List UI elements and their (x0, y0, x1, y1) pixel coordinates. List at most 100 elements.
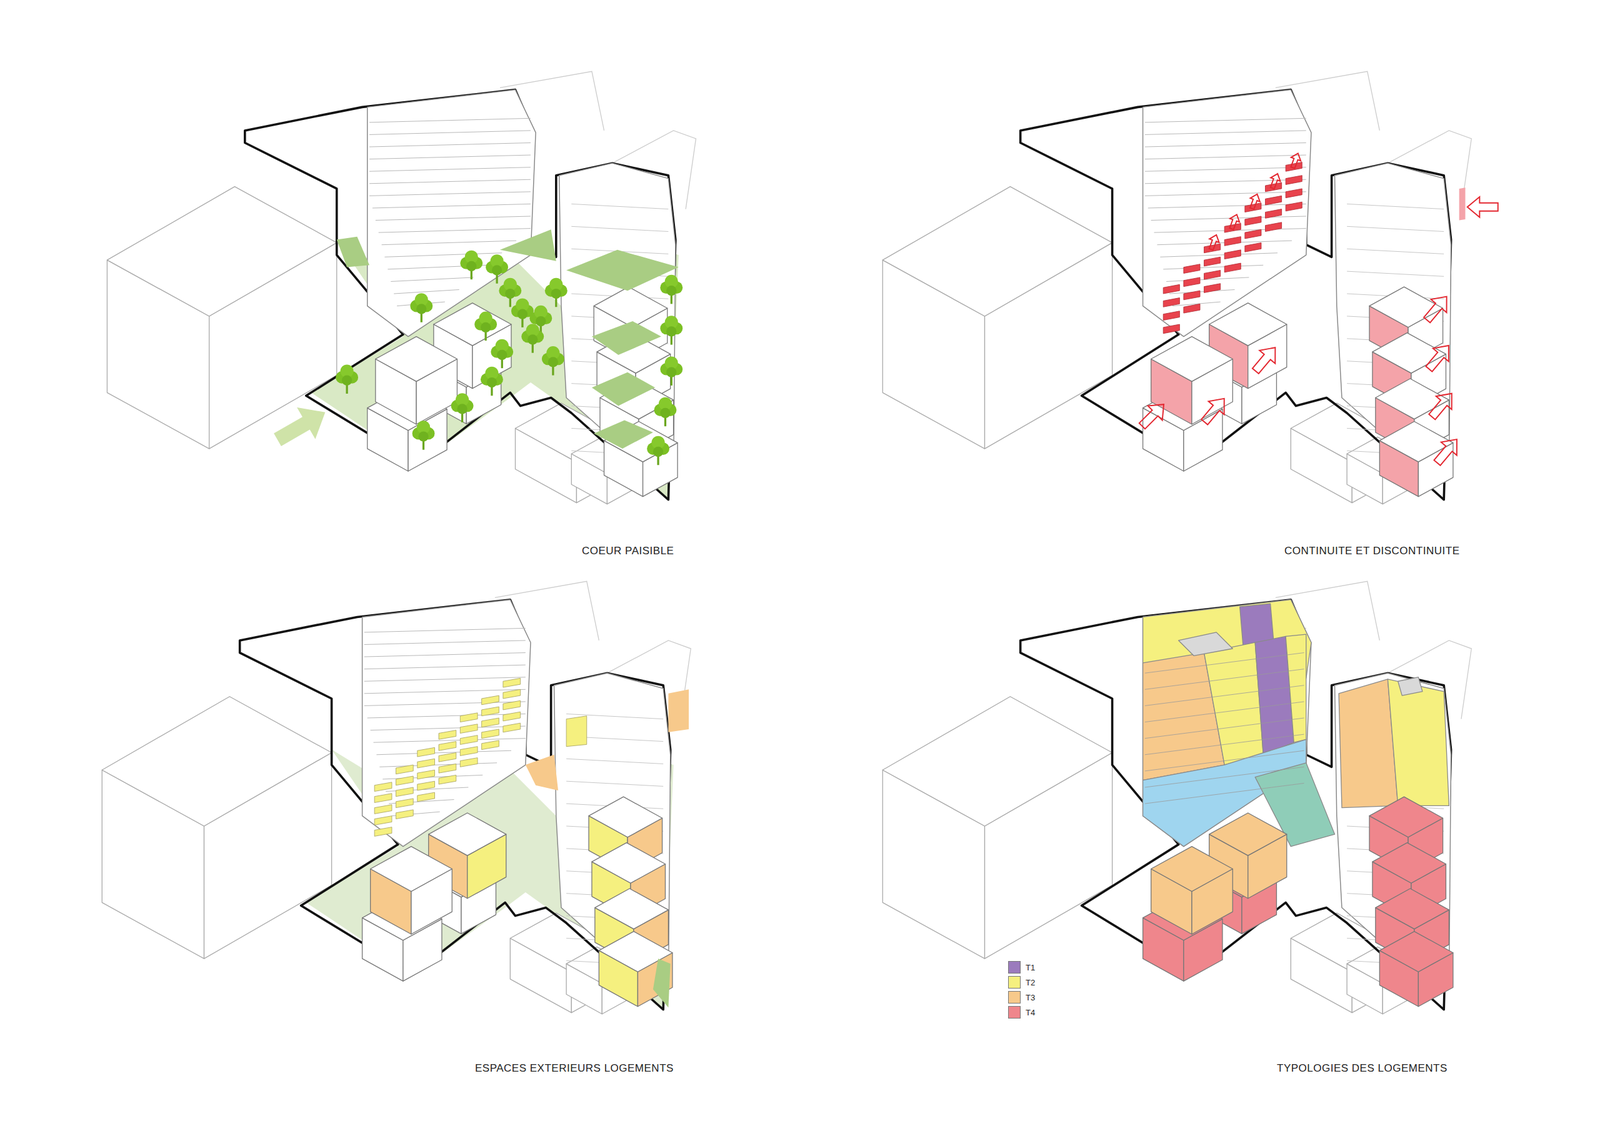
drawing-part (1145, 130, 1307, 135)
drawing-part (364, 665, 526, 670)
drawing-part (1372, 843, 1447, 884)
drawing-part (566, 716, 587, 747)
drawing-part (417, 758, 435, 769)
drawing-part (367, 90, 536, 337)
drawing-part (438, 741, 457, 752)
drawing-part (336, 236, 370, 268)
legend-row: T3 (1008, 991, 1035, 1004)
drawing-part (591, 321, 662, 355)
drawing-part (1387, 679, 1449, 806)
drawing-part (666, 285, 677, 296)
legend-row: T4 (1008, 1006, 1035, 1019)
drawing-part (1145, 750, 1305, 772)
drawing-part (500, 229, 557, 262)
drawing-part (481, 706, 500, 717)
drawing-part (1265, 222, 1282, 232)
drawing-part (106, 186, 337, 317)
drawing-part (438, 763, 457, 774)
legend-label: T2 (1025, 978, 1035, 988)
drawing-part (395, 810, 414, 820)
drawing-part (1346, 203, 1444, 209)
drawing-part (517, 309, 528, 320)
drawing-part (417, 781, 435, 791)
drawing-part (395, 765, 414, 775)
drawing-part (376, 750, 512, 755)
legend-label: T3 (1025, 993, 1035, 1003)
drawing-part (527, 334, 538, 345)
drawing-part (466, 261, 477, 272)
drawing-part (1375, 378, 1450, 420)
drawing-part (503, 678, 521, 688)
drawing-part (381, 240, 517, 245)
panel-drawing (882, 581, 1472, 1014)
drawing-part (375, 216, 531, 221)
drawing-part (668, 689, 689, 733)
drawing-part (548, 356, 559, 367)
drawing-part (503, 711, 521, 722)
drawing-part (1224, 250, 1241, 260)
drawing-part (503, 700, 521, 710)
drawing-part (1145, 766, 1305, 788)
drawing-part (1163, 265, 1264, 270)
drawing-part (1419, 290, 1455, 327)
drawing-part (460, 746, 478, 757)
drawing-part (1145, 653, 1305, 674)
drawing-part (101, 696, 332, 827)
legend-label: T4 (1025, 1008, 1035, 1018)
drawing-part (1245, 216, 1262, 226)
drawing-part (1145, 191, 1307, 197)
drawing-part (385, 253, 503, 258)
drawing-part (1372, 333, 1447, 374)
drawing-part (882, 186, 1112, 317)
drawing-part (593, 420, 654, 449)
drawing-part (369, 191, 531, 197)
drawing-part (1145, 669, 1305, 690)
drawing-part (395, 798, 414, 809)
drawing-part (1265, 209, 1282, 219)
drawing-part (1183, 264, 1200, 274)
drawing-part (372, 203, 531, 209)
drawing-part (1375, 888, 1450, 930)
drawing-part (1151, 336, 1234, 382)
drawing-part (1145, 718, 1305, 739)
drawing-part (1421, 338, 1457, 375)
drawing-part (417, 792, 435, 802)
drawing-part (364, 628, 526, 633)
drawing-part (369, 179, 531, 184)
drawing-part (1398, 677, 1423, 696)
drawing-part (364, 640, 526, 645)
drawing-part (374, 782, 392, 792)
drawing-part (1204, 642, 1264, 765)
drawing-part (460, 758, 478, 768)
drawing-part (653, 958, 671, 1008)
drawing-part (417, 770, 435, 780)
panel-caption: CONTINUITE ET DISCONTINUITE (1284, 545, 1460, 558)
drawing-part (1204, 256, 1221, 267)
drawing-part (1145, 685, 1305, 707)
drawing-part (486, 377, 497, 388)
drawing-part (374, 816, 392, 826)
drawing-part (460, 724, 478, 734)
drawing-part (1467, 196, 1499, 218)
panel-drawing (101, 581, 691, 1014)
drawing-part (1145, 734, 1305, 755)
panel-drawing (882, 71, 1498, 504)
drawing-part (375, 336, 458, 382)
drawing-part (367, 713, 526, 719)
drawing-part (481, 695, 500, 705)
drawing-part (571, 226, 669, 232)
drawing-part (1285, 188, 1302, 199)
drawing-part (643, 443, 679, 497)
drawing-part (369, 130, 531, 135)
drawing-part (364, 701, 526, 707)
drawing-part (591, 372, 655, 407)
drawing-part (1429, 433, 1465, 470)
drawing-part (566, 758, 664, 764)
drawing-part (438, 730, 457, 740)
drawing-part (268, 396, 335, 456)
drawing-part (1163, 311, 1180, 321)
drawing-part (369, 155, 531, 160)
drawing-part (1151, 846, 1234, 892)
drawing-part (417, 747, 435, 757)
site-outline (245, 90, 676, 500)
